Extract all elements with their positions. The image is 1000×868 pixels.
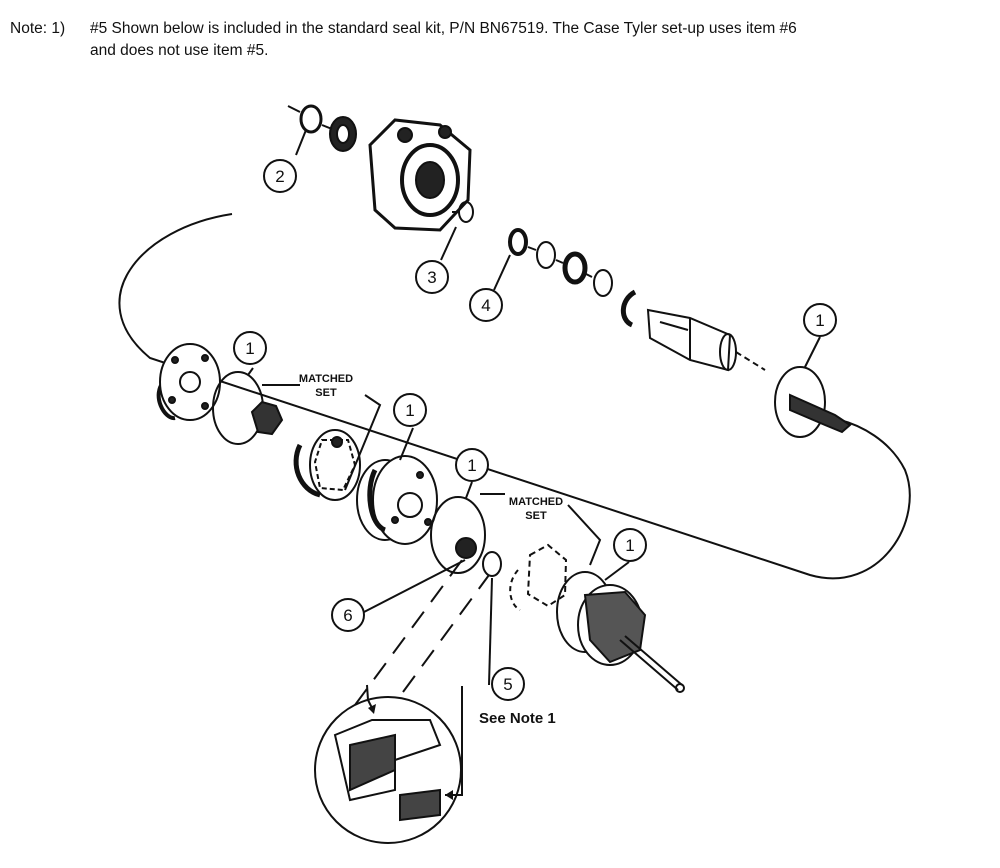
callout-circle-1-center	[455, 448, 489, 482]
note-line-2: and does not use item #5.	[90, 42, 269, 59]
callout-1-center: 1	[467, 456, 476, 475]
matched-set-1-line2: SET	[315, 387, 337, 399]
callout-circle-6	[331, 598, 365, 632]
callout-circle-1-right	[803, 303, 837, 337]
callout-circle-1-lower	[613, 528, 647, 562]
matched-set-2-line1: MATCHED	[509, 496, 563, 508]
arrowhead-5	[445, 790, 453, 800]
callout-circle-5	[491, 667, 525, 701]
right-seal	[774, 366, 852, 438]
matched-set-2-line2: SET	[525, 510, 547, 522]
matched-bracket-2	[480, 493, 602, 566]
shaft	[646, 308, 766, 372]
boundary-loop	[118, 213, 911, 580]
see-note-label: See Note 1	[479, 710, 556, 727]
callout-1-left: 1	[245, 339, 254, 358]
detail-section	[333, 719, 442, 822]
note-prefix: Note: 1)	[10, 20, 66, 37]
callout-circle-4	[469, 288, 503, 322]
callout-3: 3	[427, 268, 436, 287]
callout-circle-1-mid	[393, 393, 427, 427]
housing-group	[287, 104, 474, 232]
callout-circle-1-left	[233, 331, 267, 365]
second-seal	[430, 496, 502, 577]
callout-1-lower: 1	[625, 536, 634, 555]
end-cap	[156, 343, 221, 421]
callout-circle-3	[415, 260, 449, 294]
callout-circle-2	[263, 159, 297, 193]
callout-1-right: 1	[815, 311, 824, 330]
callout-6: 6	[343, 606, 352, 625]
arrowhead-6	[368, 704, 376, 714]
middle-rotor	[356, 455, 438, 545]
note-line-1: #5 Shown below is included in the standa…	[90, 20, 797, 37]
first-gear-set	[212, 371, 361, 501]
matched-set-1-line1: MATCHED	[299, 373, 353, 385]
final-rotor	[577, 584, 685, 693]
callout-2: 2	[275, 167, 284, 186]
callout-4: 4	[481, 296, 490, 315]
callout-5: 5	[503, 675, 512, 694]
note-text: Note: 1) #5 Shown below is included in th…	[10, 18, 995, 62]
matched-bracket-1	[262, 384, 382, 491]
seal-row	[508, 228, 637, 328]
callout-1-mid: 1	[405, 401, 414, 420]
